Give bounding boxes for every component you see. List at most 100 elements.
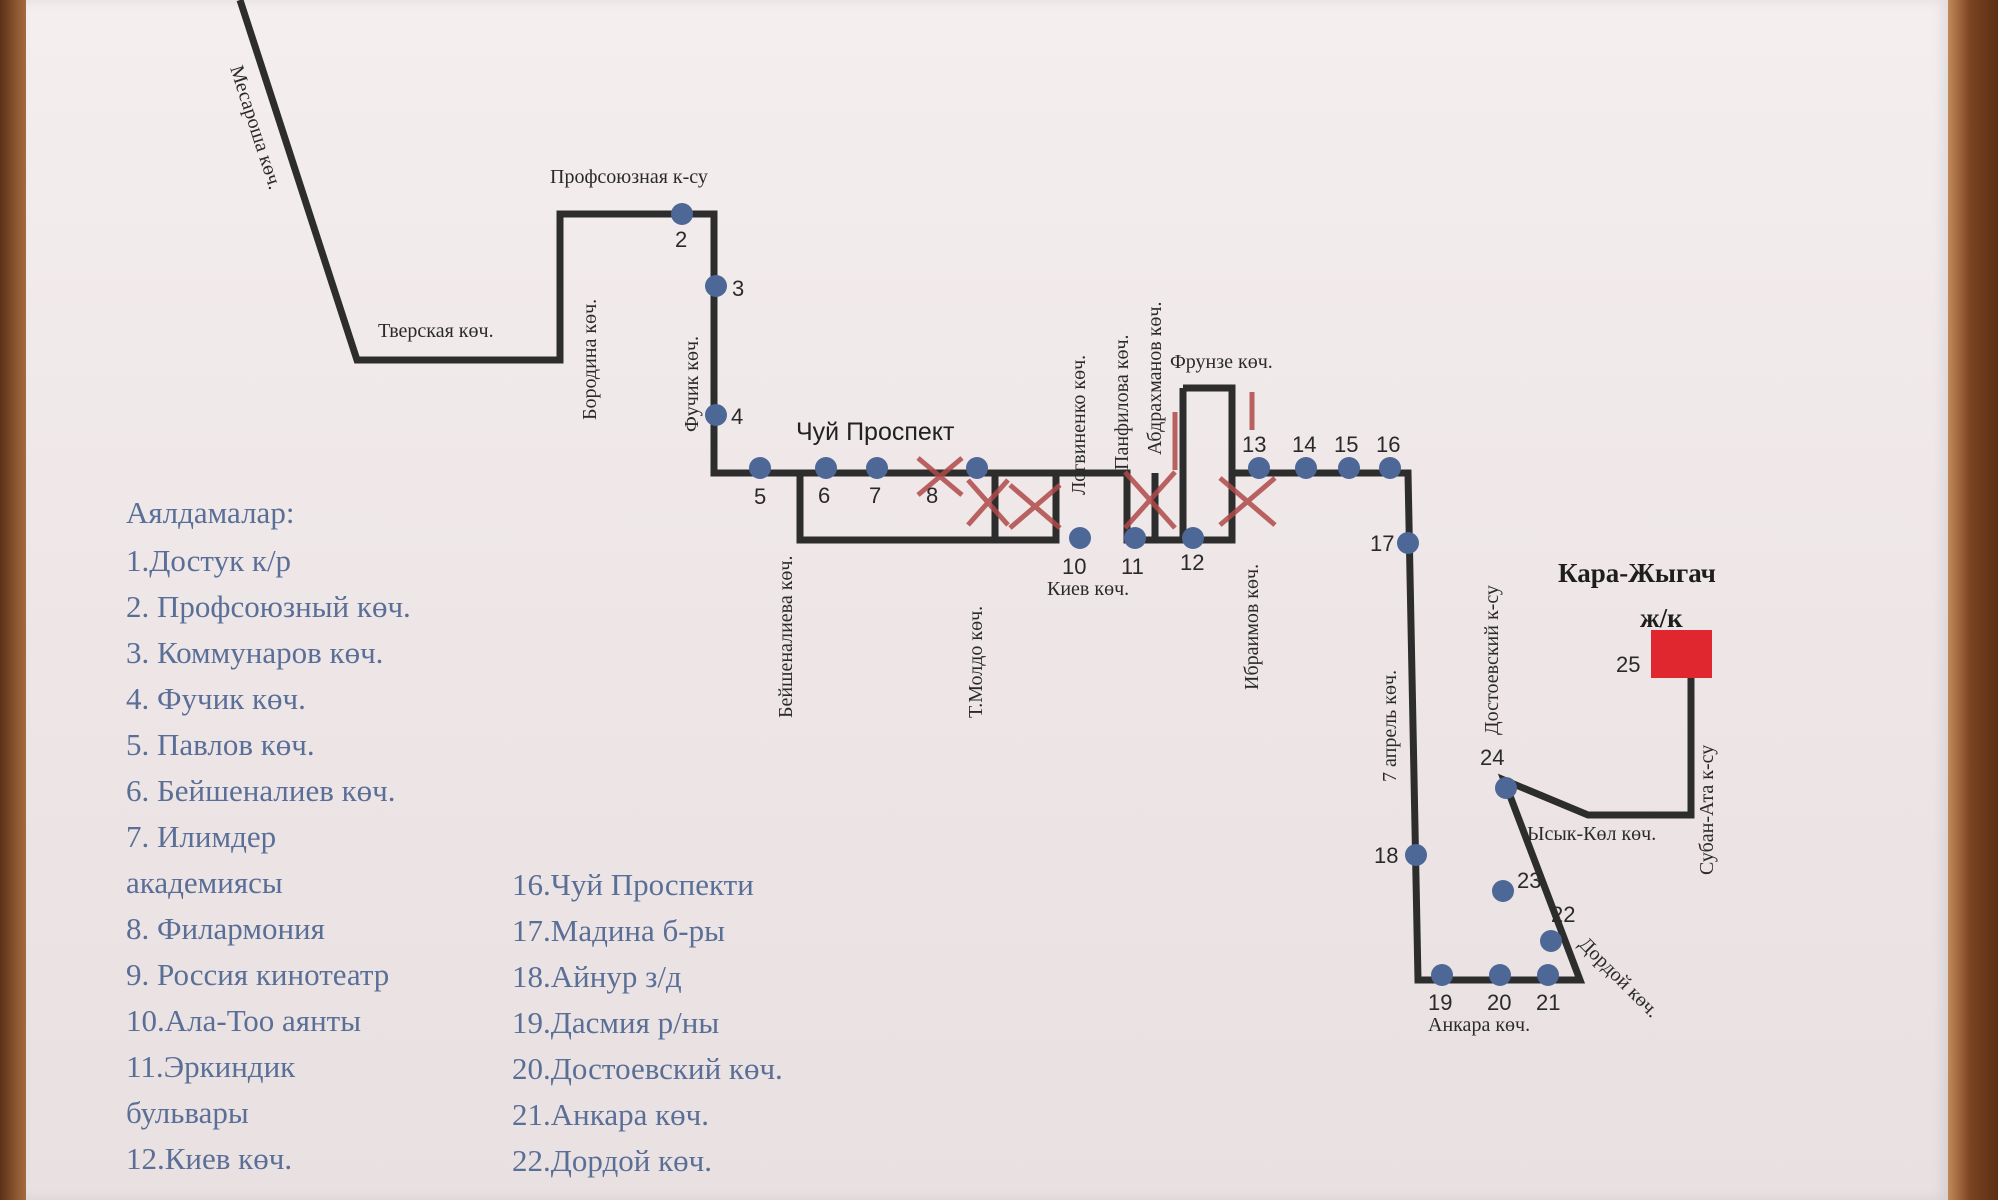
street-kiev: Киев көч. bbox=[1047, 578, 1129, 600]
street-suban-ata: Субан-Ата к-су bbox=[1696, 745, 1718, 875]
street-issyk-kol: Ысык-Көл көч. bbox=[1527, 823, 1656, 845]
stop-23[interactable] bbox=[1492, 880, 1514, 902]
stop-8[interactable] bbox=[966, 457, 988, 479]
legend-item: академиясы bbox=[126, 865, 283, 900]
street-dostoevsky: Достоевский к-су bbox=[1481, 585, 1503, 735]
destination-subtitle: ж/к bbox=[1640, 603, 1683, 633]
stop-7[interactable] bbox=[866, 457, 888, 479]
street-abdrakhmanov: Абдрахманов көч. bbox=[1144, 302, 1166, 455]
street-fuchik: Фучик көч. bbox=[681, 336, 703, 432]
stop-label: 19 bbox=[1428, 990, 1452, 1015]
stop-5[interactable] bbox=[749, 457, 771, 479]
street-logvinenko: Логвиненко көч. bbox=[1068, 355, 1090, 495]
street-panfilov: Панфилова көч. bbox=[1111, 335, 1133, 471]
legend-item: 9. Россия кинотеатр bbox=[126, 957, 390, 992]
legend-item: 19.Дасмия р/ны bbox=[512, 1005, 720, 1040]
legend-item: 1.Достук к/р bbox=[126, 543, 292, 578]
legend-item: 22.Дордой көч. bbox=[512, 1143, 713, 1178]
stop-label: 18 bbox=[1374, 843, 1398, 868]
legend-title: Аялдамалар: bbox=[126, 495, 295, 530]
legend-item: 7. Илимдер bbox=[126, 819, 277, 854]
stop-label: 23 bbox=[1517, 868, 1541, 893]
street-beishenaliev: Бейшеналиева көч. bbox=[775, 556, 797, 719]
stop-24[interactable] bbox=[1495, 777, 1517, 799]
street-frunze: Фрунзе көч. bbox=[1170, 351, 1273, 373]
street-tverskaya: Тверская көч. bbox=[378, 320, 494, 342]
route-line bbox=[236, 0, 1695, 984]
legend-item: 2. Профсоюзный көч. bbox=[126, 589, 411, 624]
stop-15[interactable] bbox=[1338, 457, 1360, 479]
street-dordoi: Дордой көч. bbox=[1574, 933, 1663, 1022]
destination-marker[interactable] bbox=[1651, 630, 1712, 678]
street-borodina: Бородина көч. bbox=[579, 299, 601, 420]
stop-3[interactable] bbox=[705, 275, 727, 297]
stop-label: 12 bbox=[1180, 550, 1204, 575]
stop-label: 8 bbox=[926, 483, 938, 508]
stop-12[interactable] bbox=[1182, 527, 1204, 549]
legend-item: 6. Бейшеналиев көч. bbox=[126, 773, 396, 808]
stop-label: 22 bbox=[1551, 902, 1575, 927]
stop-11[interactable] bbox=[1124, 527, 1146, 549]
stop-labels: 2 3 4 5 6 7 8 10 11 12 13 14 15 16 17 18… bbox=[675, 227, 1640, 1015]
legend-column-1: 1.Достук к/р 2. Профсоюзный көч. 3. Комм… bbox=[126, 538, 411, 1182]
legend-item: 16.Чуй Проспекти bbox=[512, 867, 754, 902]
street-ankara: Анкара көч. bbox=[1428, 1014, 1530, 1036]
legend-item: 18.Айнур з/д bbox=[512, 959, 682, 994]
stop-label: 20 bbox=[1487, 990, 1511, 1015]
board-edge-left bbox=[0, 0, 26, 1200]
stop-20[interactable] bbox=[1489, 964, 1511, 986]
stop-22[interactable] bbox=[1540, 930, 1562, 952]
legend-item: 12.Киев көч. bbox=[126, 1141, 293, 1176]
stop-label: 4 bbox=[731, 404, 743, 429]
legend-item: 8. Филармония bbox=[126, 911, 325, 946]
avenue-label: Чуй Проспект bbox=[796, 418, 955, 446]
street-ibraimov: Ибраимов көч. bbox=[1241, 564, 1263, 690]
stop-2[interactable] bbox=[671, 203, 693, 225]
stop-13[interactable] bbox=[1248, 457, 1270, 479]
stop-label: 3 bbox=[732, 276, 744, 301]
street-t-moldo: Т.Молдо көч. bbox=[965, 606, 987, 718]
stop-label: 13 bbox=[1242, 432, 1266, 457]
legend-item: 5. Павлов көч. bbox=[126, 727, 315, 762]
stop-label: 15 bbox=[1334, 432, 1358, 457]
legend-item: 11.Эркиндик bbox=[126, 1049, 296, 1084]
legend-item: 4. Фучик көч. bbox=[126, 681, 306, 716]
stop-label: 17 bbox=[1370, 531, 1394, 556]
destination-title: Кара-Жыгач bbox=[1558, 558, 1716, 588]
stop-21[interactable] bbox=[1537, 964, 1559, 986]
stop-label: 16 bbox=[1376, 432, 1400, 457]
stop-14[interactable] bbox=[1295, 457, 1317, 479]
stop-16[interactable] bbox=[1379, 457, 1401, 479]
stop-label: 14 bbox=[1292, 432, 1316, 457]
board-edge-right bbox=[1948, 0, 1998, 1200]
closed-segment-marks bbox=[916, 392, 1277, 530]
stop-label: 21 bbox=[1536, 990, 1560, 1015]
legend-item: бульвары bbox=[126, 1095, 249, 1130]
legend-item: 3. Коммунаров көч. bbox=[126, 635, 384, 670]
stop-17[interactable] bbox=[1397, 532, 1419, 554]
stop-label: 2 bbox=[675, 227, 687, 252]
legend-item: 17.Мадина б-ры bbox=[512, 913, 725, 948]
street-april7: 7 апрель көч. bbox=[1379, 670, 1401, 782]
stop-label: 11 bbox=[1121, 554, 1144, 579]
street-profsoyuz: Профсоюзная к-су bbox=[550, 166, 708, 188]
stop-label: 5 bbox=[754, 484, 766, 509]
stop-label: 6 bbox=[818, 483, 830, 508]
street-mesaroshi: Месароша көч. bbox=[225, 63, 286, 192]
stop-label: 24 bbox=[1480, 745, 1504, 770]
stop-18[interactable] bbox=[1405, 844, 1427, 866]
stop-6[interactable] bbox=[815, 457, 837, 479]
stop-label: 25 bbox=[1616, 652, 1640, 677]
legend-column-2: 16.Чуй Проспекти 17.Мадина б-ры 18.Айнур… bbox=[512, 862, 783, 1184]
stop-label: 10 bbox=[1062, 554, 1086, 579]
stop-19[interactable] bbox=[1431, 964, 1453, 986]
legend-item: 20.Достоевский көч. bbox=[512, 1051, 783, 1086]
legend-item: 10.Ала-Тоо аянты bbox=[126, 1003, 362, 1038]
legend-item: 21.Анкара көч. bbox=[512, 1097, 709, 1132]
stop-4[interactable] bbox=[705, 404, 727, 426]
route-stops bbox=[671, 203, 1562, 986]
map-paper bbox=[26, 0, 1948, 1200]
stop-10[interactable] bbox=[1069, 527, 1091, 549]
stop-label: 7 bbox=[869, 483, 881, 508]
